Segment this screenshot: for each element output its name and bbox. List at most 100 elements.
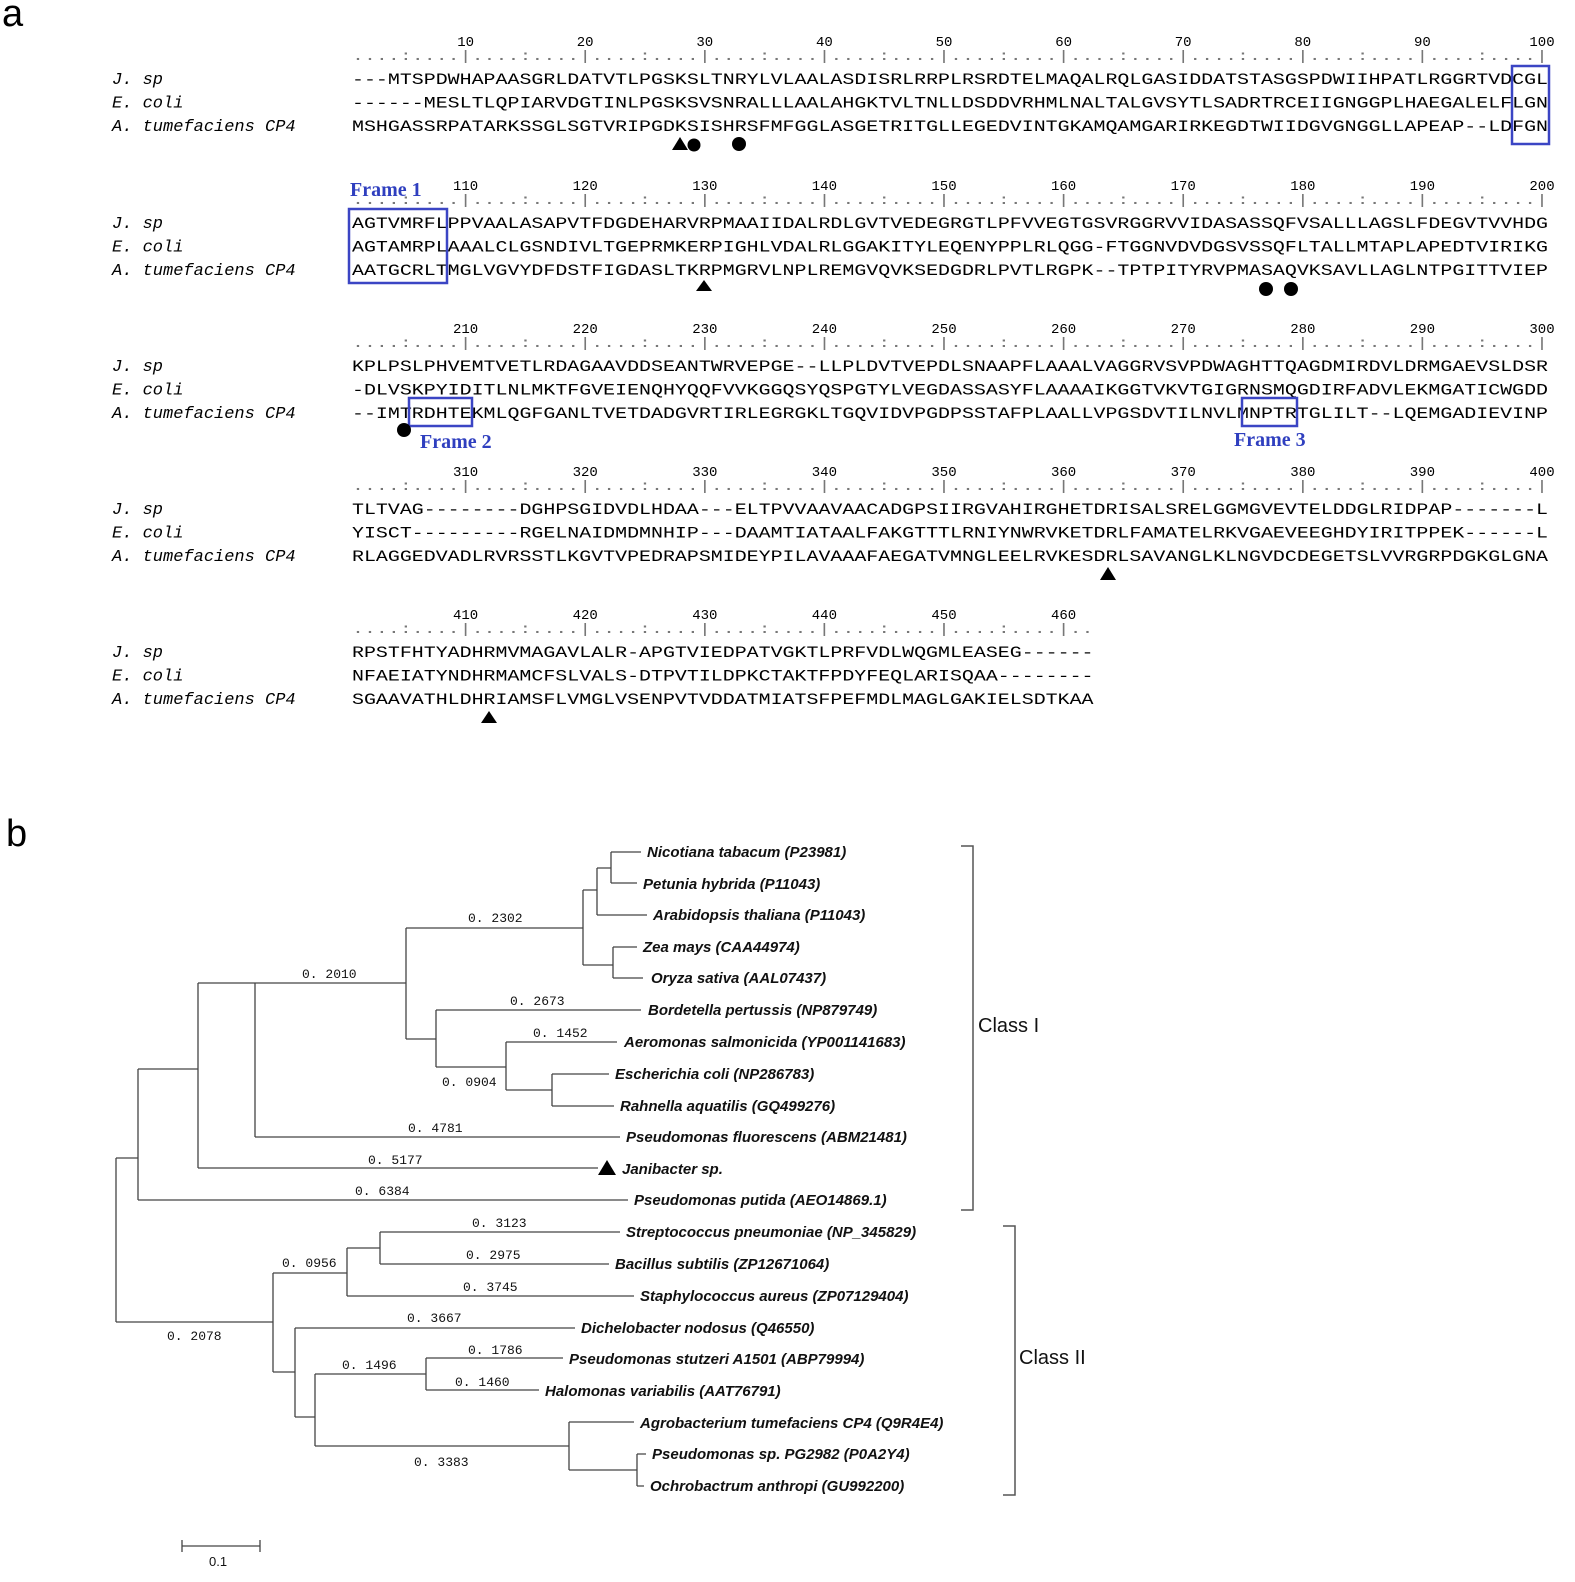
- frame-3-label: Frame 3: [1234, 429, 1306, 451]
- position-number: 80: [1294, 35, 1311, 51]
- branch-value: 0. 6384: [355, 1184, 410, 1199]
- tree-branch: [115, 1157, 273, 1323]
- class-ii-label: Class II: [1019, 1347, 1086, 1369]
- tree-branch: [379, 1231, 620, 1265]
- alignment-ruler: ....:....|....:....|....:....|....:....|…: [352, 193, 1548, 209]
- taxon-label: Aeromonas salmonicida (YP001141683): [623, 1034, 906, 1051]
- position-number: 100: [1529, 35, 1554, 51]
- taxon-label: Streptococcus pneumoniae (NP_345829): [626, 1224, 916, 1241]
- sequence-name: J. sp: [112, 644, 163, 663]
- class-i-label: Class I: [978, 1015, 1039, 1037]
- triangle-marker: [481, 711, 497, 723]
- sequence-row: --IMTRDHTEKMLQGFGANLTVETDADGVRTIRLEGRGKL…: [352, 405, 1548, 423]
- tree-branch: [582, 889, 613, 966]
- tree-branch: [294, 1327, 575, 1418]
- position-number: 240: [812, 322, 837, 338]
- tree-branch: [636, 1453, 646, 1487]
- tree-branch: [610, 851, 641, 884]
- tree-branch: [568, 1421, 637, 1471]
- sequence-name: A. tumefaciens CP4: [111, 548, 296, 567]
- branch-value: 0. 2975: [466, 1248, 521, 1263]
- taxon-label: Petunia hybrida (P11043): [643, 876, 820, 893]
- sequence-name: J. sp: [112, 501, 163, 520]
- branch-value: 0. 3745: [463, 1280, 518, 1295]
- tree-branch: [314, 1373, 569, 1447]
- branch-value: 0. 4781: [408, 1121, 463, 1136]
- branch-value: 0. 1496: [342, 1358, 397, 1373]
- frame-2-label: Frame 2: [420, 431, 492, 453]
- branch-value: 0. 3123: [472, 1216, 527, 1231]
- branch-value: 0. 2302: [468, 911, 523, 926]
- tree-branch: [405, 927, 583, 1040]
- alignment-ruler: ....:....|....:....|....:....|....:....|…: [352, 622, 1094, 638]
- branch-value: 0. 2078: [167, 1329, 222, 1344]
- alignment-ruler: ....:....|....:....|....:....|....:....|…: [352, 49, 1548, 65]
- position-number: 220: [573, 322, 598, 338]
- position-number: 250: [931, 322, 956, 338]
- frame-1-box-part-1: [1510, 64, 1551, 146]
- position-number: 350: [931, 465, 956, 481]
- tree-branch: [254, 982, 620, 1138]
- sequence-row: MSHGASSRPATARKSSGLSGTVRIPGDKSISHRSFMFGGL…: [352, 118, 1548, 136]
- position-number: 310: [453, 465, 478, 481]
- sequence-row: RLAGGEDVADLRVRSSTLKGVTVPEDRAPSMIDEYPILAV…: [352, 548, 1549, 566]
- position-number: 90: [1414, 35, 1431, 51]
- sequence-row: SGAAVATHLDHRIAMSFLVMGLVSENPVTVDDATMIATSF…: [352, 691, 1094, 709]
- position-number: 410: [453, 608, 478, 624]
- phylogenetic-tree: [115, 851, 647, 1487]
- tree-branch: [505, 1041, 617, 1091]
- position-number: 10: [457, 35, 474, 51]
- tree-branch: [551, 1073, 614, 1107]
- triangle-marker: [1100, 567, 1116, 580]
- position-number: 110: [453, 179, 478, 195]
- triangle-marker: [672, 137, 688, 150]
- branch-value: 0. 1460: [455, 1375, 510, 1390]
- taxon-label: Pseudomonas fluorescens (ABM21481): [626, 1129, 907, 1146]
- frame-2-box: [407, 396, 474, 428]
- position-number: 60: [1055, 35, 1072, 51]
- tree-branch: [435, 1009, 641, 1068]
- taxon-label: Arabidopsis thaliana (P11043): [652, 907, 865, 924]
- branch-value: 0. 3667: [407, 1311, 462, 1326]
- position-number: 150: [931, 179, 956, 195]
- branch-values: 0. 2302 0. 2010 0. 2673 0. 1452 0. 0904 …: [167, 911, 588, 1470]
- position-number: 290: [1410, 322, 1435, 338]
- position-number: 260: [1051, 322, 1076, 338]
- sequence-name: E. coli: [112, 668, 183, 687]
- tree-branch: [425, 1357, 563, 1391]
- taxon-label: Bordetella pertussis (NP879749): [648, 1002, 877, 1019]
- triangle-marker: [696, 280, 712, 291]
- branch-value: 0. 2010: [302, 967, 357, 982]
- position-number: 400: [1529, 465, 1554, 481]
- panel-a-label: a: [2, 0, 24, 35]
- sequence-name: A. tumefaciens CP4: [111, 405, 296, 424]
- circle-marker: [397, 423, 411, 437]
- sequence-name: J. sp: [112, 215, 163, 234]
- position-number: 440: [812, 608, 837, 624]
- sequence-row: ------MESLTLQPIARVDGTINLPGSKSVSNRALLLAAL…: [352, 95, 1548, 113]
- sequence-row: AGTAMRPLAAALCLGSNDIVLTGEPRMKERPIGHLVDALR…: [352, 239, 1548, 257]
- branch-value: 0. 3383: [414, 1455, 469, 1470]
- position-number: 210: [453, 322, 478, 338]
- sequence-row: AATGCRLTMGLVGVYDFDSTFIGDASLTKRPMGRVLNPLR…: [352, 262, 1548, 280]
- tree-branch: [272, 1272, 347, 1373]
- circle-marker: [1259, 282, 1273, 296]
- taxon-label: Pseudomonas sp. PG2982 (P0A2Y4): [652, 1446, 910, 1463]
- taxon-label: Nicotiana tabacum (P23981): [647, 844, 846, 861]
- sequence-name: E. coli: [112, 239, 183, 258]
- branch-value: 0. 1452: [533, 1026, 588, 1041]
- position-number: 270: [1171, 322, 1196, 338]
- frame-1-box-part-2: [347, 207, 449, 285]
- position-number: 50: [936, 35, 953, 51]
- alignment-ruler: ....:....|....:....|....:....|....:....|…: [352, 336, 1548, 352]
- branch-value: 0. 1786: [468, 1343, 523, 1358]
- triangle-marker: [598, 1160, 616, 1175]
- position-number: 160: [1051, 179, 1076, 195]
- sequence-row: AGTVMRFLPPVAALASAPVTFDGDEHARVRPMAAIIDALR…: [352, 215, 1548, 233]
- sequence-name: J. sp: [112, 71, 163, 90]
- position-number: 130: [692, 179, 717, 195]
- position-number: 430: [692, 608, 717, 624]
- taxon-label: Janibacter sp.: [622, 1161, 723, 1178]
- frame-3-box: [1240, 396, 1299, 428]
